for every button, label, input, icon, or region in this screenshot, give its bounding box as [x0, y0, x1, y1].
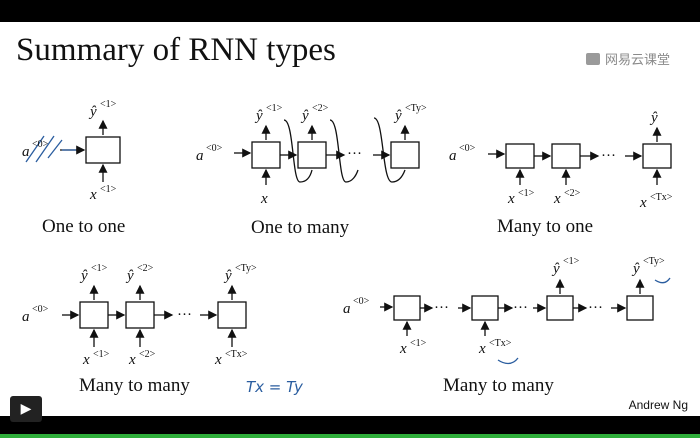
y-label: ŷ: [79, 268, 88, 284]
a0-label: a: [22, 309, 30, 325]
a0-sup: <0>: [32, 304, 49, 315]
dots: ···: [347, 146, 362, 162]
x-sup: <2>: [139, 349, 156, 360]
x-label: x: [639, 195, 647, 211]
x-sup: <Tx>: [650, 192, 673, 203]
x-sup: <1>: [410, 338, 427, 349]
a0-label: a: [196, 148, 204, 164]
x-sup: <1>: [93, 349, 110, 360]
caption-many-to-one: Many to one: [497, 216, 593, 237]
y-sup: <Ty>: [643, 256, 665, 267]
caption-one-to-one: One to one: [42, 216, 125, 237]
handwritten-marks: [25, 135, 671, 365]
dots: ···: [601, 148, 616, 164]
y1-label: ŷ: [88, 104, 97, 120]
dots: ···: [434, 300, 449, 316]
x1-label: x: [89, 187, 97, 203]
rnn-diagrams: ··· ··· ··· ··· ··· ··· a <0> x <1> ŷ <1…: [22, 99, 673, 396]
author-credit: Andrew Ng: [628, 398, 688, 412]
y-sup: <1>: [563, 256, 580, 267]
y-sup: <1>: [91, 263, 108, 274]
netease-logo: 网易云课堂: [586, 49, 670, 68]
y-label: ŷ: [300, 108, 309, 124]
progress-bar[interactable]: [0, 434, 700, 438]
x-label: x: [214, 352, 222, 368]
x-label: x: [478, 341, 486, 357]
a0-sup: <0>: [206, 143, 223, 154]
logo-icon: [586, 52, 600, 65]
rnn-cell: [85, 136, 121, 164]
video-control-bar: [0, 416, 700, 438]
a0-label: a: [343, 301, 351, 317]
x-sup: <Tx>: [489, 338, 512, 349]
y-sup: <Ty>: [235, 263, 257, 274]
caption-many-to-many-2: Many to many: [443, 375, 554, 396]
x-sup: <1>: [518, 188, 535, 199]
a0-sup: <0>: [459, 143, 476, 154]
a0-sup: <0>: [32, 139, 49, 150]
x-label: x: [128, 352, 136, 368]
logo-text: 网易云课堂: [605, 53, 671, 68]
a0-sup: <0>: [353, 296, 370, 307]
y-label: ŷ: [125, 268, 134, 284]
y-sup: <1>: [266, 103, 283, 114]
y-label: ŷ: [551, 261, 560, 277]
y-label: ŷ: [649, 110, 658, 126]
x-sup: <2>: [564, 188, 581, 199]
y-label: ŷ: [393, 108, 402, 124]
x-sup: <Tx>: [225, 349, 248, 360]
dots: ···: [177, 307, 192, 323]
x-label: x: [399, 341, 407, 357]
slide: Summary of RNN types 网易云课堂: [0, 22, 700, 416]
x-label: x: [553, 191, 561, 207]
a0-label: a: [22, 144, 30, 160]
y-label: ŷ: [631, 261, 640, 277]
x1-sup: <1>: [100, 184, 117, 195]
handwritten-note: Tx = Ty: [246, 378, 304, 396]
play-button[interactable]: ▶: [10, 396, 42, 422]
y1-sup: <1>: [100, 99, 117, 110]
video-top-bar: [0, 0, 700, 22]
x-label: x: [507, 191, 515, 207]
caption-many-to-many-1: Many to many: [79, 375, 190, 396]
a0-label: a: [449, 148, 457, 164]
slide-title: Summary of RNN types: [16, 32, 336, 68]
y-label: ŷ: [223, 268, 232, 284]
dots: ···: [588, 300, 603, 316]
y-sup: <Ty>: [405, 103, 427, 114]
x-label: x: [260, 191, 268, 207]
play-icon: ▶: [20, 401, 32, 417]
x-label: x: [82, 352, 90, 368]
y-sup: <2>: [137, 263, 154, 274]
caption-one-to-many: One to many: [251, 217, 350, 238]
y-sup: <2>: [312, 103, 329, 114]
y-label: ŷ: [254, 108, 263, 124]
dots: ···: [513, 300, 528, 316]
